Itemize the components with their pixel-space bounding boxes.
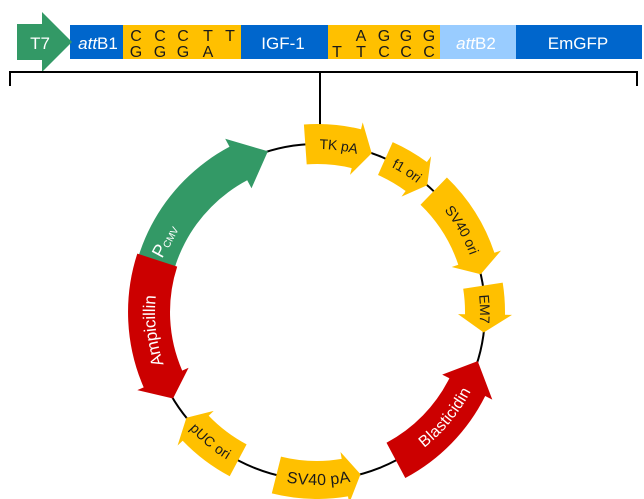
linker-right-bottom-base: C xyxy=(378,44,390,61)
insert-bar: T7 attB1 C C C T T G G G A IGF-1 A G G G… xyxy=(17,12,642,72)
sv40-ori-arrow xyxy=(420,177,501,275)
sv40-pa-terminator-label: SV40 pA xyxy=(286,468,352,488)
attb2-rest: B2 xyxy=(475,34,496,53)
sv40-pa-terminator-arrow xyxy=(271,452,361,499)
linker-right-segment xyxy=(328,25,440,59)
linker-left-segment xyxy=(123,25,241,59)
linker-left-top-base: T xyxy=(225,28,235,45)
linker-left-top-base: C xyxy=(154,28,166,45)
linker-right-bottom-base: C xyxy=(423,44,435,61)
attb2-italic: att xyxy=(456,34,476,53)
em7-promoter-label: EM7 xyxy=(476,294,493,324)
linker-left-top-base: C xyxy=(177,28,189,45)
attb2-label: attB2 xyxy=(456,34,496,53)
linker-left-top-base: T xyxy=(203,28,213,45)
t7-promoter-label: T7 xyxy=(30,34,50,53)
puc-ori-label-path xyxy=(149,284,376,480)
attb1-label: attB1 xyxy=(78,34,118,53)
linker-right-top-base: G xyxy=(378,28,390,45)
em7-promoter-arrow xyxy=(458,282,512,333)
attb1-rest: B1 xyxy=(97,34,118,53)
attb2-segment xyxy=(438,25,516,59)
igf1-gene-label: IGF-1 xyxy=(261,34,304,53)
puc-ori-arrow xyxy=(177,410,247,477)
linker-right-top-base: G xyxy=(400,28,412,45)
attb1-italic: att xyxy=(78,34,98,53)
linker-left-bottom-base: G xyxy=(177,44,189,61)
ampicillin-resistance-arrow xyxy=(128,253,189,399)
linker-right-top-base: A xyxy=(356,28,367,45)
f1-ori-arrow xyxy=(378,142,432,197)
linker-left-bottom-base: A xyxy=(203,44,214,61)
linker-right-bottom-base: T xyxy=(332,44,342,61)
blasticidin-resistance-arrow xyxy=(386,361,493,478)
linker-right-top-base: G xyxy=(423,28,435,45)
t7-promoter-arrow xyxy=(17,12,72,72)
blasticidin-resistance-label-path xyxy=(289,253,485,480)
linker-right-bottom-base: C xyxy=(400,44,412,61)
linker-left-sequence: C C C T T G G G A xyxy=(130,28,235,61)
linker-left-bottom-base: G xyxy=(130,44,142,61)
linker-right-sequence: A G G G T T C C C xyxy=(332,28,435,61)
emgfp-label: EmGFP xyxy=(548,34,608,53)
linker-left-bottom-base: G xyxy=(154,44,166,61)
linker-left-top-base: C xyxy=(130,28,142,45)
linker-right-bottom-base: T xyxy=(356,44,366,61)
tk-pa-terminator-arrow xyxy=(303,122,372,175)
